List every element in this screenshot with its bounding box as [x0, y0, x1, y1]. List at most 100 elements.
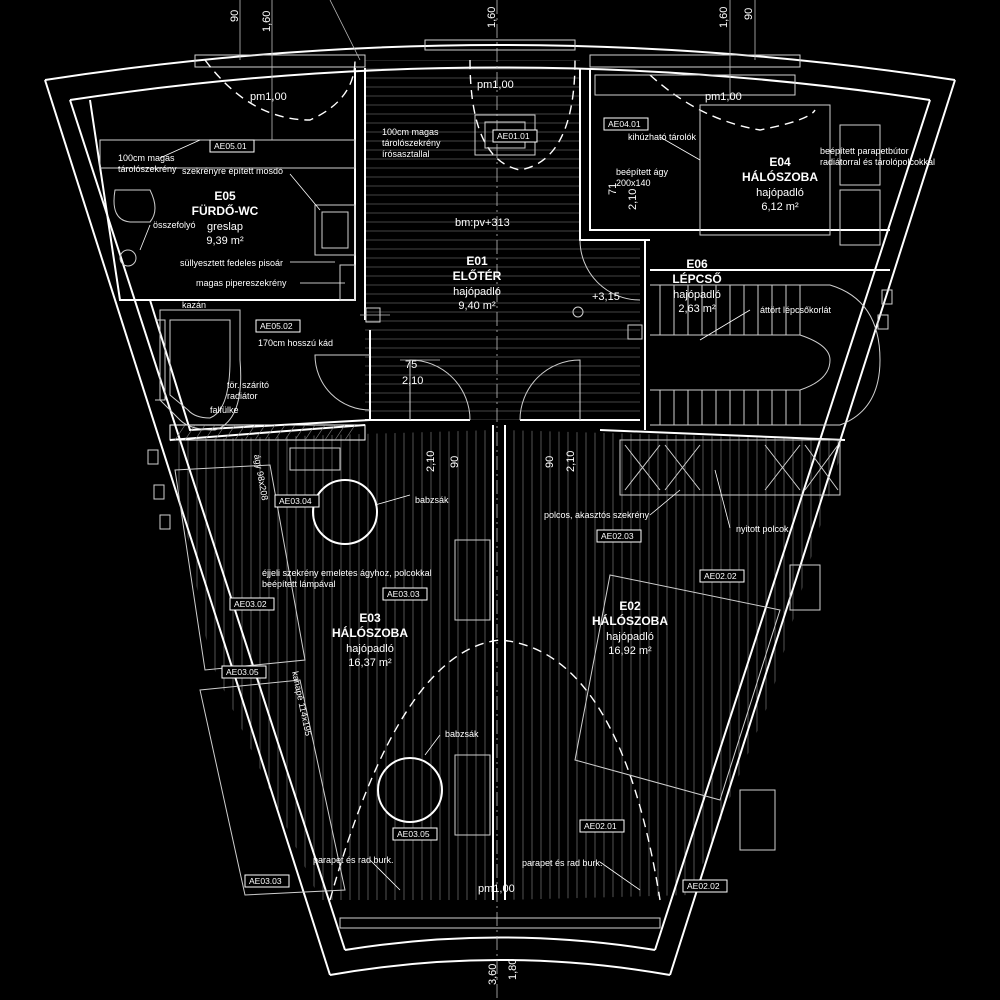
room-name-e03: HÁLÓSZOBA — [332, 625, 408, 640]
room-code-e06: E06 — [686, 257, 708, 271]
e02-furniture — [574, 439, 841, 851]
tag-ae0203: AE02.03 — [596, 529, 642, 543]
svg-text:AE03.04: AE03.04 — [279, 496, 312, 506]
tag-ae0302: AE03.02 — [229, 597, 275, 611]
room-area-e06: 2,63 m² — [678, 303, 716, 315]
interior-walls — [89, 68, 890, 900]
dim-d-left-b: 90 — [449, 456, 461, 468]
dim-door-w: 75 — [405, 359, 417, 371]
room-floor-e04: hajópadló — [756, 187, 804, 199]
note-e04-drawer: kihúzható tárolók — [628, 132, 697, 142]
note-e05-boiler: kazán — [182, 300, 206, 310]
room-area-e02: 16,92 m² — [608, 645, 652, 657]
tag-ae0401: AE04.01 — [603, 117, 649, 131]
note-e05-niche: falfülke — [210, 405, 239, 415]
level-bm: bm:pv+313 — [455, 217, 510, 229]
tag-ae0305a: AE03.05 — [221, 665, 267, 679]
tag-ae0202b: AE02.02 — [682, 879, 728, 893]
room-label-e06: E06 LÉPCSŐ hajópadló 2,63 m² — [672, 257, 721, 315]
tag-ae0501: AE05.01 — [209, 139, 255, 153]
door-swings — [204, 59, 816, 901]
leader-lines — [139, 136, 751, 891]
room-floor-e01: hajópadló — [453, 286, 501, 298]
staircase — [650, 284, 881, 426]
room-floor-e05: greslap — [207, 221, 243, 233]
note-e05-tub: 170cm hosszú kád — [258, 338, 333, 348]
room-label-e02: E02 HÁLÓSZOBA hajópadló 16,92 m² — [592, 599, 668, 657]
room-label-e04: E04 HÁLÓSZOBA hajópadló 6,12 m² — [742, 155, 818, 213]
outer-walls — [44, 44, 956, 976]
level-floor: +3,15 — [592, 291, 620, 303]
dim-d-left-a: 2,10 — [425, 451, 437, 472]
dim-top-right-a: 1,60 — [718, 7, 730, 28]
note-e05-sink: szekrényre épített mosdó — [182, 166, 283, 176]
svg-text:AE03.03: AE03.03 — [387, 589, 420, 599]
note-e05-cabinet: magas pipereszekrény — [196, 278, 287, 288]
floorboard-hatch-e02 — [505, 430, 839, 900]
dim-top-mid: 1,60 — [486, 7, 498, 28]
dim-d-right-b: 2,10 — [565, 451, 577, 472]
tag-ae0202a: AE02.02 — [699, 569, 745, 583]
note-e03-sofa: kanapé 114x195 — [290, 670, 313, 737]
room-code-e05: E05 — [214, 189, 236, 203]
tag-ae0502: AE05.02 — [255, 319, 301, 333]
room-name-e01: ELŐTÉR — [453, 268, 502, 283]
room-area-e01: 9,40 m² — [458, 300, 496, 312]
dim-e04-b: 2,10 — [627, 189, 639, 210]
level-marks: pm1,00 pm1,00 pm1,00 pm1,00 bm:pv+313 +3… — [250, 79, 742, 895]
windows — [147, 39, 893, 929]
e03-furniture — [174, 447, 491, 896]
note-e03-beanbag1: babzsák — [415, 495, 449, 505]
room-area-e04: 6,12 m² — [761, 201, 799, 213]
note-e05-urinal: süllyesztett fedeles pisoár — [180, 258, 283, 268]
bathroom-fixtures — [99, 139, 356, 431]
dim-top-right-b: 90 — [743, 8, 755, 20]
dim-d-right-a: 90 — [544, 456, 556, 468]
level-pm-left: pm1,00 — [250, 91, 287, 103]
svg-text:AE03.03: AE03.03 — [249, 876, 282, 886]
dim-e04-a: 71 — [607, 183, 619, 195]
dim-top-left-a: 90 — [229, 10, 241, 22]
dimension-texts: 90 1,60 1,60 1,60 90 75 2,10 2,10 90 90 … — [229, 7, 755, 985]
room-code-e01: E01 — [466, 254, 488, 268]
room-label-e03: E03 HÁLÓSZOBA hajópadló 16,37 m² — [332, 611, 408, 669]
room-name-e06: LÉPCSŐ — [672, 271, 721, 286]
tag-ae0101: AE01.01 — [492, 129, 538, 143]
room-floor-e03: hajópadló — [346, 643, 394, 655]
svg-text:AE05.02: AE05.02 — [260, 321, 293, 331]
room-label-e05: E05 FÜRDŐ-WC greslap 9,39 m² — [192, 189, 259, 247]
note-e05-drain: összefolyó — [153, 220, 196, 230]
level-pm-mid: pm1,00 — [477, 79, 514, 91]
svg-text:AE03.02: AE03.02 — [234, 599, 267, 609]
level-pm-right: pm1,00 — [705, 91, 742, 103]
note-e03-beanbag2: babzsák — [445, 729, 479, 739]
room-floor-e02: hajópadló — [606, 631, 654, 643]
tag-ae0303b: AE03.03 — [244, 874, 290, 888]
svg-text:AE03.05: AE03.05 — [226, 667, 259, 677]
dim-bottom-b: 1,80 — [507, 959, 519, 980]
svg-text:AE02.02: AE02.02 — [687, 881, 720, 891]
reference-tags: AE05.01 AE05.02 AE01.01 AE04.01 AE03.04 … — [209, 117, 745, 893]
dimension-lines — [239, 0, 756, 1000]
note-e03-bed: ágy 98x208 — [252, 454, 270, 502]
svg-text:AE02.03: AE02.03 — [601, 531, 634, 541]
svg-text:AE02.01: AE02.01 — [584, 821, 617, 831]
e04-fixtures — [594, 74, 881, 246]
dim-door-h: 2,10 — [402, 375, 423, 387]
svg-text:AE01.01: AE01.01 — [497, 131, 530, 141]
tag-ae0201: AE02.01 — [579, 819, 625, 833]
room-name-e04: HÁLÓSZOBA — [742, 169, 818, 184]
level-pm-bottom: pm1,00 — [478, 883, 515, 895]
note-e02-shelves: nyitott polcok — [736, 524, 789, 534]
note-e03-parapet: parapet és rad burk. — [313, 855, 394, 865]
note-e02-closet: polcos, akasztós szekrény — [544, 510, 650, 520]
room-label-e01: E01 ELŐTÉR hajópadló 9,40 m² — [453, 254, 502, 312]
tag-ae0304: AE03.04 — [274, 494, 320, 508]
room-name-e02: HÁLÓSZOBA — [592, 613, 668, 628]
